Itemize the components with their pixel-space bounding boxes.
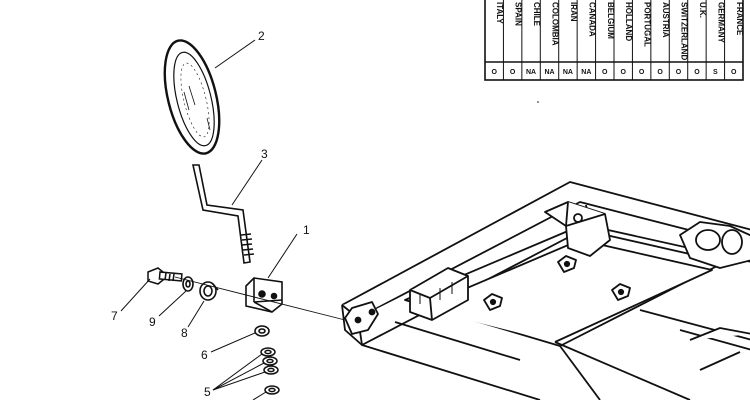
country-value: O: [676, 69, 682, 76]
country-applicability-table: ITALY O SPAIN O CHILE NA COLOMBIA NA IRAN NA CANAD…: [484, 0, 744, 81]
mirror-head: [163, 39, 221, 155]
clamp-bracket: [245, 277, 283, 313]
callout-7: 7: [111, 309, 118, 323]
country-label: SPAIN: [514, 2, 523, 26]
country-value: O: [731, 69, 737, 76]
country-label: GERMANY: [716, 2, 725, 44]
country-label: AUSTRIA: [661, 2, 670, 38]
shim-stack: [260, 347, 280, 395]
assembly-axis-line: [174, 276, 346, 321]
country-label: FRANCE: [735, 2, 744, 36]
country-label: PORTUGAL: [643, 2, 652, 47]
page-speck: [537, 101, 539, 103]
vehicle-frame: [341, 181, 750, 400]
callout-9: 9: [149, 315, 156, 329]
country-label: CHILE: [532, 2, 541, 27]
country-value: NA: [563, 69, 573, 76]
country-value: S: [713, 69, 718, 76]
bolt: [147, 267, 183, 285]
country-value: O: [639, 69, 645, 76]
country-label: BELGIUM: [606, 2, 615, 39]
country-label: COLOMBIA: [551, 2, 560, 46]
country-value: O: [657, 69, 663, 76]
country-value: O: [602, 69, 608, 76]
country-value: O: [694, 69, 700, 76]
country-label: U.K.: [698, 2, 707, 18]
country-value: NA: [544, 69, 554, 76]
callout-3: 3: [261, 147, 268, 161]
washer: [254, 325, 270, 337]
country-label: IRAN: [569, 2, 578, 22]
callout-1: 1: [303, 223, 310, 237]
country-value: O: [510, 69, 516, 76]
country-label: ITALY: [495, 2, 504, 24]
country-label: HOLLAND: [624, 2, 633, 41]
callout-2: 2: [258, 29, 265, 43]
callout-5: 5: [204, 385, 211, 399]
callout-8: 8: [181, 326, 188, 340]
country-value: O: [620, 69, 626, 76]
country-value: O: [491, 69, 497, 76]
callout-6: 6: [201, 348, 208, 362]
leader-lines: [120, 39, 298, 400]
country-value: NA: [581, 69, 591, 76]
mirror-arm: [192, 164, 255, 264]
nut: [199, 281, 219, 301]
country-value: NA: [526, 69, 536, 76]
country-label: SWITZERLAND: [680, 2, 689, 60]
country-label: CANADA: [587, 2, 596, 37]
